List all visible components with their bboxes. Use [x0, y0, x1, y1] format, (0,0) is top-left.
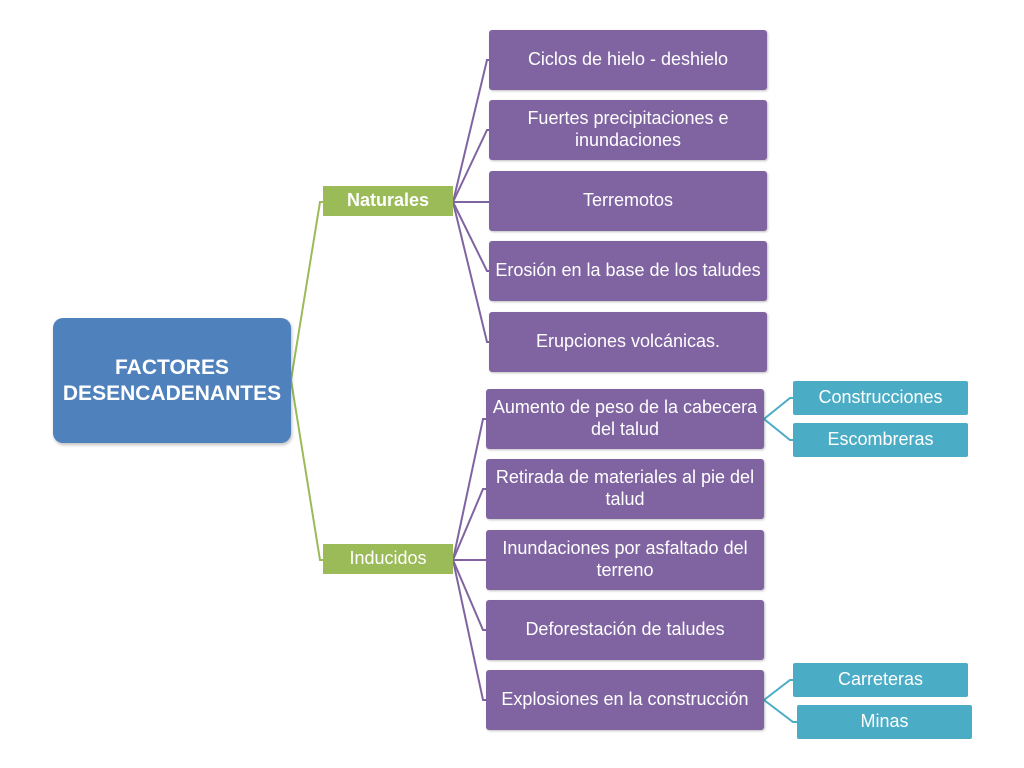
subleaf-construcciones: Construcciones — [793, 381, 968, 415]
inducidos-item-label: Inundaciones por asfaltado del terreno — [502, 538, 748, 580]
subleaf-label: Escombreras — [827, 429, 934, 450]
naturales-item-label: Fuertes precipitaciones e inundaciones — [527, 108, 729, 150]
root-label-line1: FACTORES — [115, 356, 229, 380]
subleaf-label: Carreteras — [837, 669, 924, 690]
inducidos-item-label: Retirada de materiales al pie del talud — [495, 467, 755, 509]
inducidos-item: Aumento de peso de la cabecera del talud — [486, 389, 764, 449]
branch-naturales-label: Naturales — [346, 190, 430, 211]
branch-inducidos: Inducidos — [323, 544, 453, 574]
inducidos-item: Explosiones en la construcción — [486, 670, 764, 730]
naturales-item: Erosión en la base de los taludes — [489, 241, 767, 301]
subleaf-label: Construcciones — [818, 387, 943, 408]
naturales-item: Fuertes precipitaciones e inundaciones — [489, 100, 767, 160]
root-label-line2: DESENCADENANTES — [62, 381, 282, 405]
naturales-item: Ciclos de hielo - deshielo — [489, 30, 767, 90]
subleaf-connectors — [763, 397, 797, 723]
root-node: FACTORES DESENCADENANTES — [53, 318, 291, 443]
subleaf-carreteras: Carreteras — [793, 663, 968, 697]
naturales-item-label: Erosión en la base de los taludes — [495, 260, 761, 281]
inducidos-connectors — [452, 418, 486, 701]
inducidos-item: Retirada de materiales al pie del talud — [486, 459, 764, 519]
inducidos-item-label: Deforestación de taludes — [525, 619, 725, 640]
branch-inducidos-label: Inducidos — [349, 548, 427, 569]
inducidos-item: Inundaciones por asfaltado del terreno — [486, 530, 764, 590]
naturales-item: Terremotos — [489, 171, 767, 231]
inducidos-item-label: Explosiones en la construcción — [501, 689, 749, 710]
inducidos-item-label: Aumento de peso de la cabecera del talud — [492, 397, 758, 439]
naturales-item-label: Terremotos — [582, 190, 674, 211]
branch-naturales: Naturales — [323, 186, 453, 216]
inducidos-item: Deforestación de taludes — [486, 600, 764, 660]
naturales-item-label: Ciclos de hielo - deshielo — [527, 49, 729, 70]
naturales-connectors — [452, 59, 489, 343]
subleaf-minas: Minas — [797, 705, 972, 739]
naturales-item: Erupciones volcánicas. — [489, 312, 767, 372]
naturales-item-label: Erupciones volcánicas. — [535, 331, 721, 352]
subleaf-label: Minas — [860, 711, 909, 732]
subleaf-escombreras: Escombreras — [793, 423, 968, 457]
root-branch-connectors — [290, 201, 323, 561]
